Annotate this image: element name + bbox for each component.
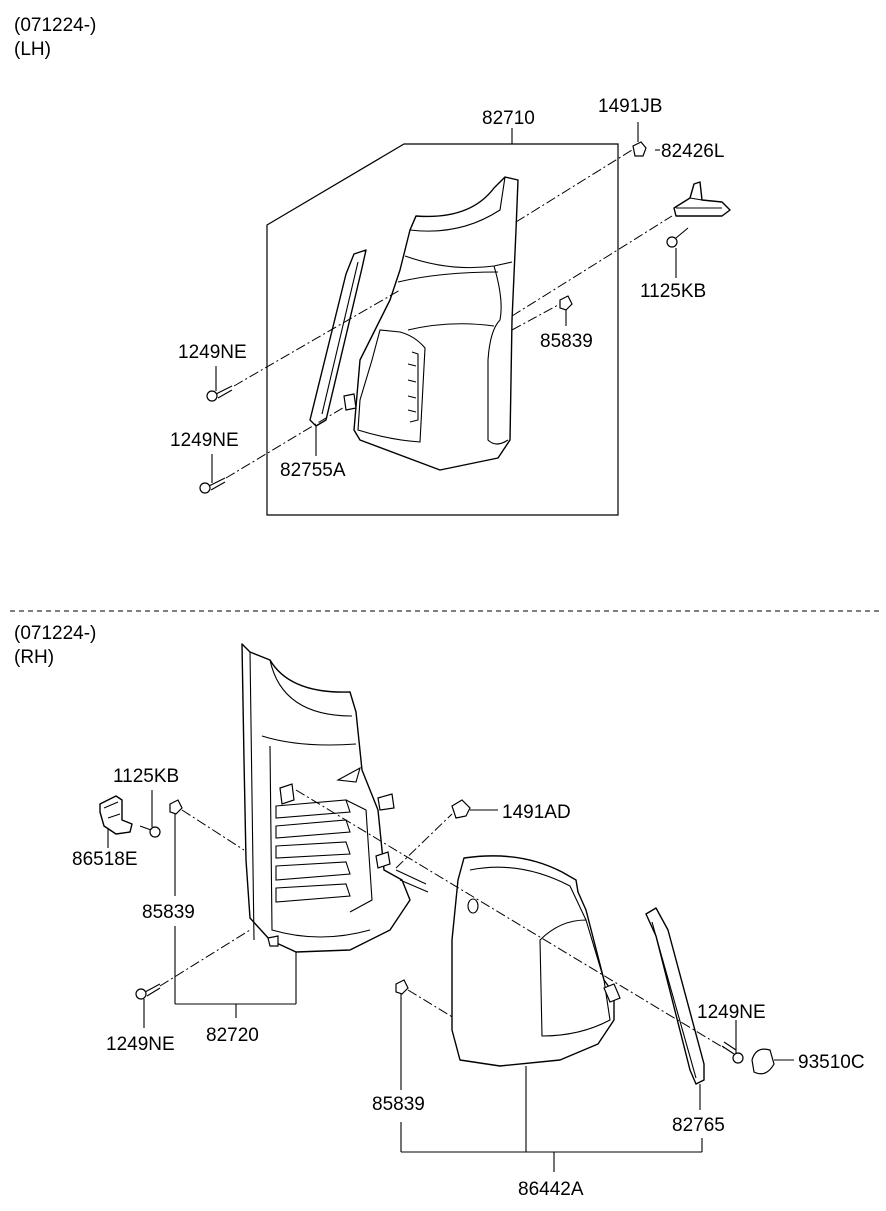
label-85839-lh: 85839 [540,331,593,352]
label-85839-rh-bottom: 85839 [372,1094,425,1115]
label-82755A: 82755A [280,460,346,481]
rh-assembly [99,643,794,1172]
lh-strip-clip [343,393,357,411]
rh-bolt-1125KB [139,790,161,838]
label-1249NE-rh-left: 1249NE [106,1034,175,1055]
lh-bolt-1125KB [666,227,689,278]
label-1249NE-lh-top: 1249NE [178,342,247,363]
label-82426L: 82426L [661,141,724,162]
label-86518E: 86518E [72,849,138,870]
lh-trim-panel-82710 [353,176,519,471]
label-82765: 82765 [672,1115,725,1136]
rh-clip-1491AD [451,799,471,819]
rh-screw-1249NE-left [135,983,161,1028]
rh-side-label: (RH) [14,647,54,668]
lh-assembly [199,122,731,516]
rh-screw-1249NE-right [721,1020,744,1064]
lh-screw-1249NE-top [206,366,233,402]
lh-screw-1249NE-bottom [199,454,226,494]
rh-date-code: (071224-) [14,623,96,644]
rh-clip-85839-left [169,799,183,815]
label-1249NE-rh-right: 1249NE [697,1002,766,1023]
label-86442A: 86442A [518,1179,584,1200]
lh-clip-85839 [559,295,573,311]
lh-clip-1491JB [632,141,647,157]
lh-date-code: (071224-) [14,15,96,36]
rh-cover-86442A [451,855,621,1152]
label-93510C: 93510C [798,1052,865,1073]
lh-side-label: (LH) [14,39,51,60]
label-82720: 82720 [206,1025,259,1046]
label-1125KB-rh: 1125KB [113,766,179,787]
label-82710: 82710 [482,108,535,129]
rh-cap-93510C [751,1048,794,1075]
rh-bracket-86518E [99,795,133,848]
rh-trim-panel-82720 [241,643,429,1004]
lh-group-box [266,143,619,516]
label-1491JB: 1491JB [598,96,662,117]
rh-clip-85839-bottom [395,979,409,995]
label-1125KB-lh: 1125KB [640,281,706,302]
rh-garnish-strip-82765 [645,907,705,1085]
lh-bracket-82426L [673,181,731,217]
lh-garnish-strip-82755A [309,249,367,427]
label-85839-rh-left: 85839 [142,902,195,923]
label-1491AD: 1491AD [502,802,571,823]
label-1249NE-lh-bottom: 1249NE [170,430,239,451]
